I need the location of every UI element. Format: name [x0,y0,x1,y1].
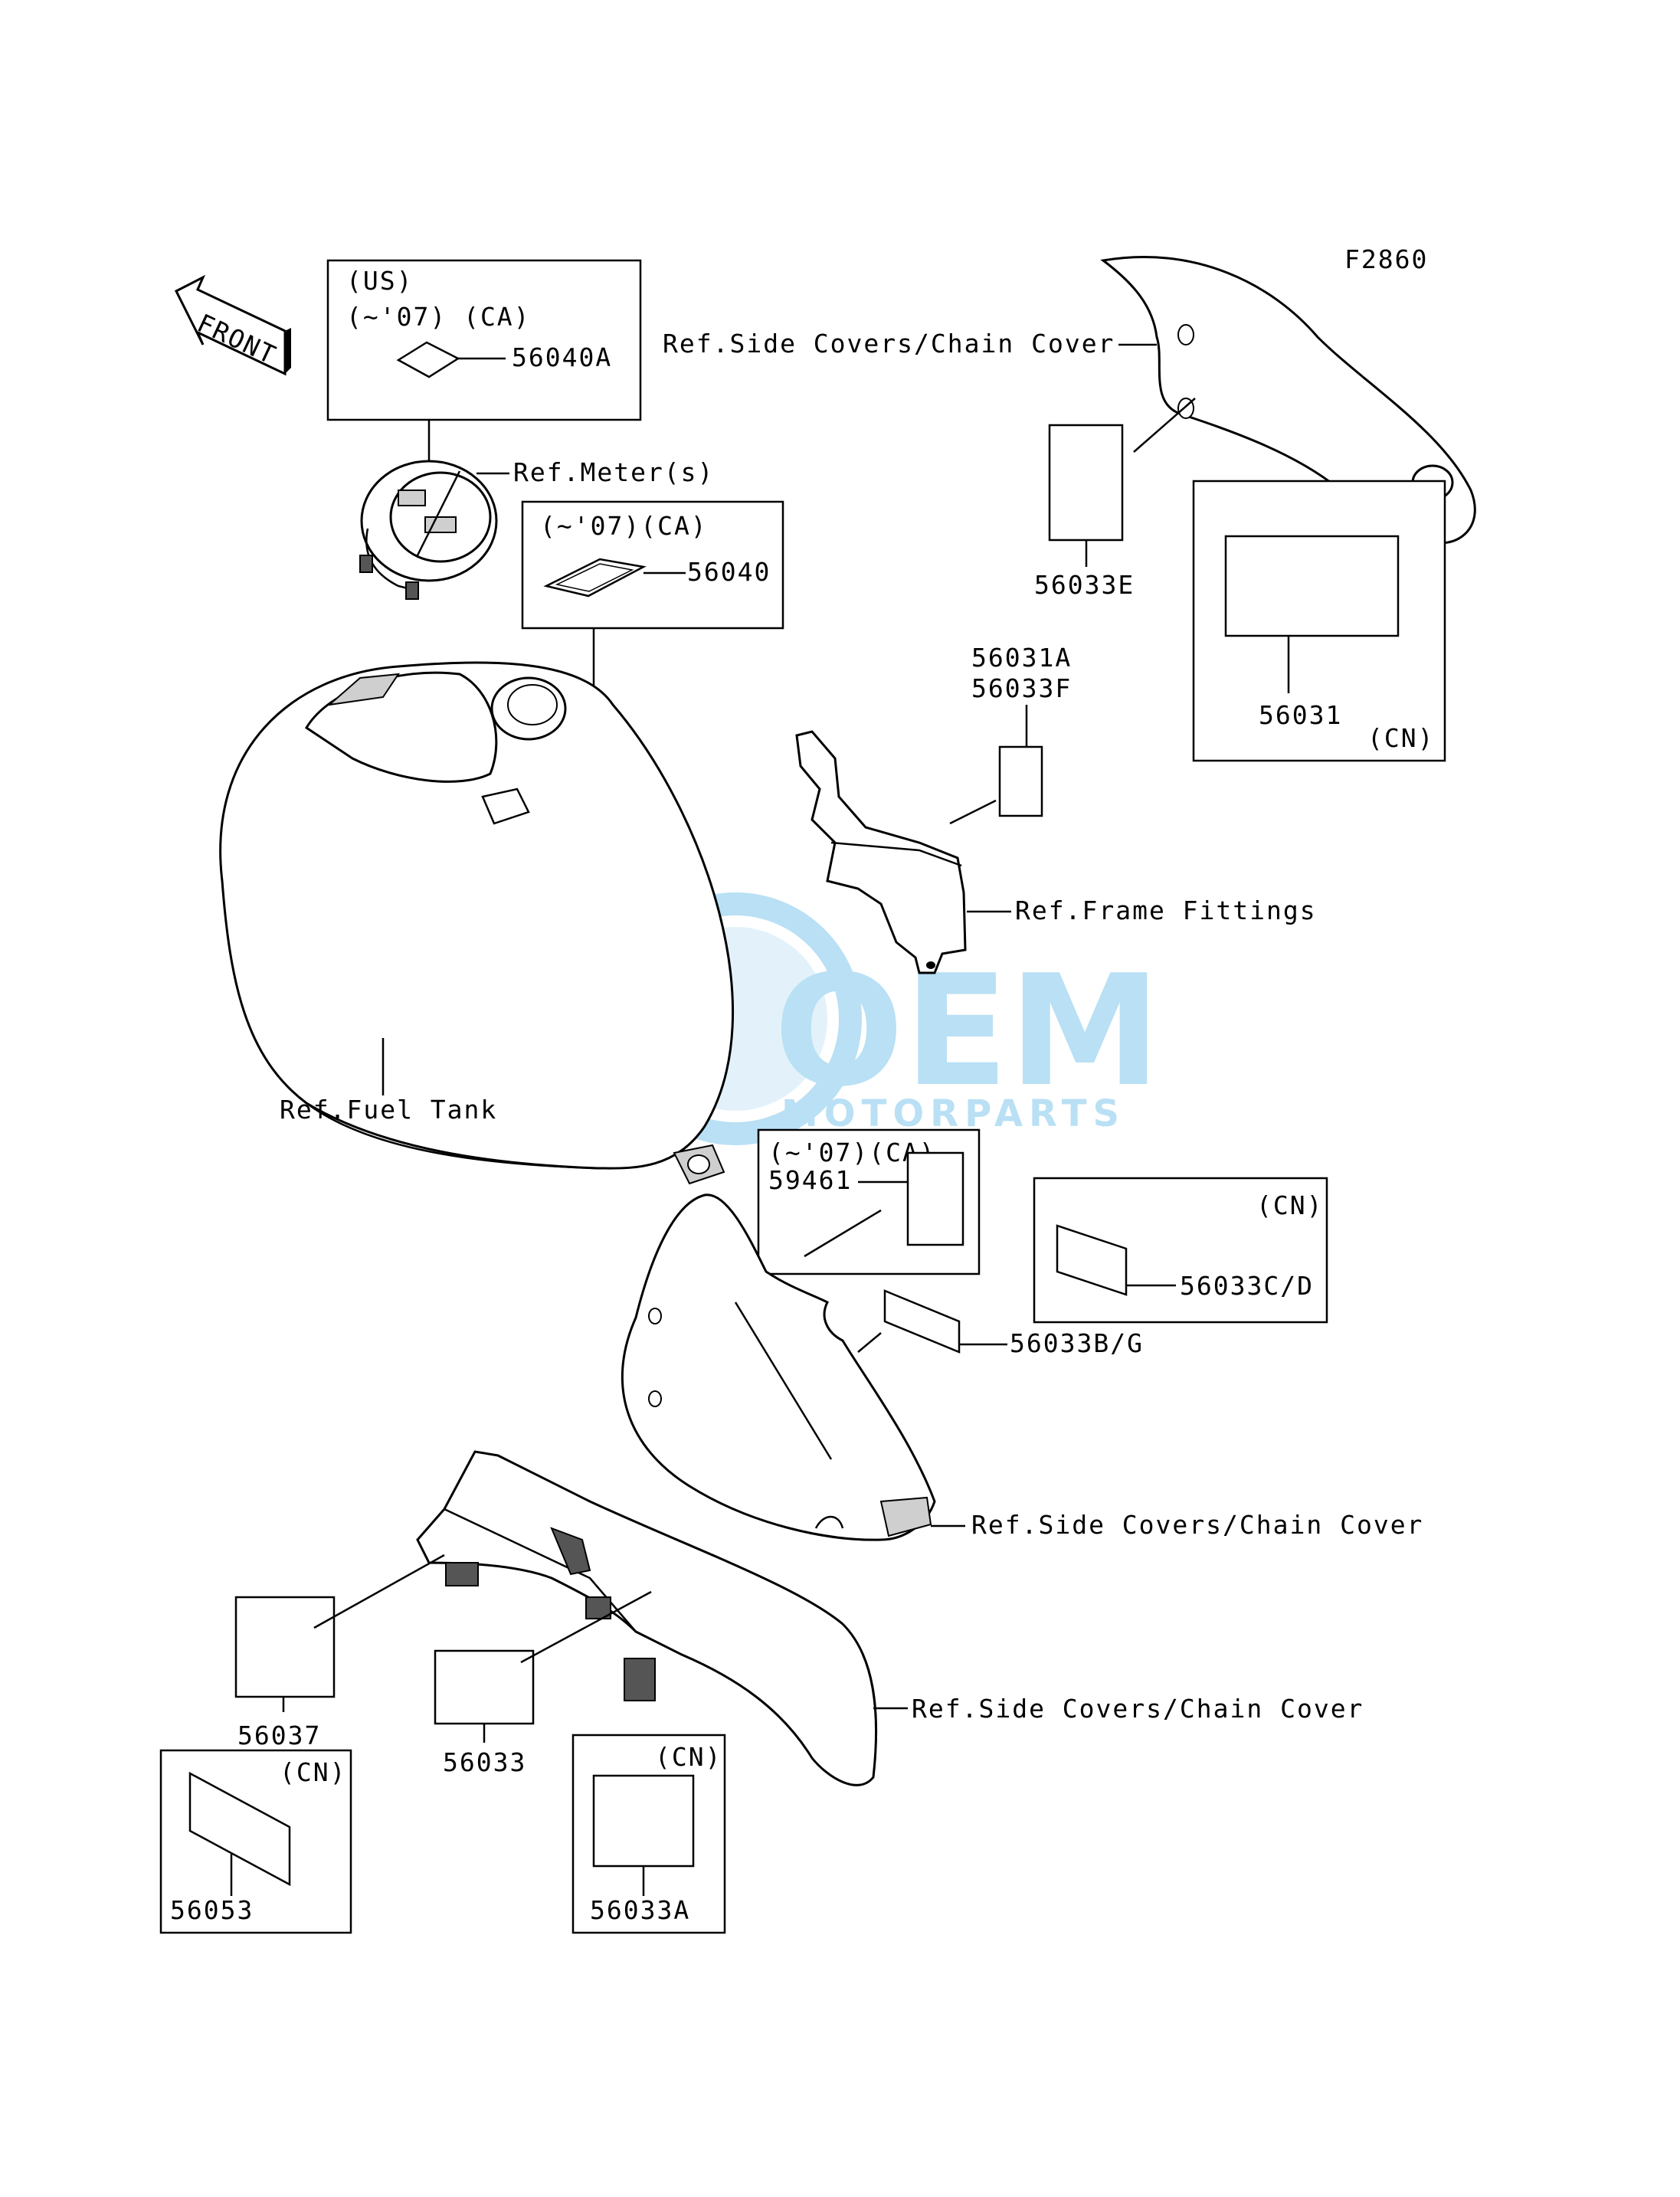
region-56033a: (CN) [655,1742,722,1772]
box-cn-56033a: (CN) 56033A [571,1734,726,1934]
ref-side-covers-bottom: Ref.Side Covers/Chain Cover [912,1694,1364,1724]
box-ca-59461: (~'07)(CA) 59461 [757,1128,981,1275]
ref-side-covers-top: Ref.Side Covers/Chain Cover [663,329,1115,359]
box-us-line1: (US) [346,266,413,296]
decal-56040 [543,558,647,598]
box-us-line2: (~'07) (CA) [346,302,531,332]
frame-fitting-icon [795,730,967,974]
decal-56031a [998,745,1043,817]
decal-56033a [592,1774,695,1868]
part-56040: 56040 [687,557,771,587]
part-56033f: 56033F [971,673,1072,703]
part-56033e: 56033E [1034,570,1135,600]
part-56040a: 56040A [512,342,612,372]
decal-56033 [434,1649,535,1725]
fuel-tank-icon [219,661,734,1185]
part-56053: 56053 [170,1895,254,1925]
ref-side-covers-mid: Ref.Side Covers/Chain Cover [971,1510,1423,1540]
decal-56033bg [883,1289,961,1354]
decal-56037 [234,1596,336,1698]
figure-code: F2860 [1344,244,1428,274]
region-56033cd: (CN) [1256,1190,1323,1220]
box-cn-56031: 56031 (CN) [1192,480,1446,762]
box-59461-line1: (~'07)(CA) [768,1138,936,1167]
box-cn-56053: (CN) 56053 [159,1749,352,1934]
part-56033a: 56033A [590,1895,690,1925]
part-56033bg: 56033B/G [1010,1328,1144,1358]
side-cover-mid-icon [621,1193,936,1541]
box-56040-line1: (~'07)(CA) [540,511,708,541]
ref-meter: Ref.Meter(s) [513,457,714,487]
part-56033cd: 56033C/D [1180,1271,1314,1301]
box-ca-56040: (~'07)(CA) 56040 [521,500,784,630]
decal-56033e [1048,424,1124,542]
ref-frame-fittings: Ref.Frame Fittings [1015,895,1317,925]
decal-56033cd [1056,1224,1128,1296]
decal-56031 [1224,535,1400,637]
watermark-brand: OEM [774,942,1161,1121]
decal-56053 [188,1771,291,1887]
region-56031: (CN) [1367,723,1434,753]
decal-59461 [906,1151,964,1246]
ref-fuel-tank: Ref.Fuel Tank [280,1095,497,1125]
part-59461: 59461 [768,1165,852,1195]
part-56031a: 56031A [971,643,1072,673]
part-56033: 56033 [443,1747,526,1777]
meter-icon [359,460,498,600]
box-us-ca: (US) (~'07) (CA) 56040A [326,259,642,421]
box-cn-56033cd: (CN) 56033C/D [1033,1177,1328,1324]
front-arrow-icon: FRONT [174,274,291,376]
part-56037: 56037 [237,1721,321,1750]
region-56053: (CN) [280,1757,346,1787]
part-56031: 56031 [1259,700,1342,730]
watermark-sub: MOTORPARTS [781,1092,1125,1135]
